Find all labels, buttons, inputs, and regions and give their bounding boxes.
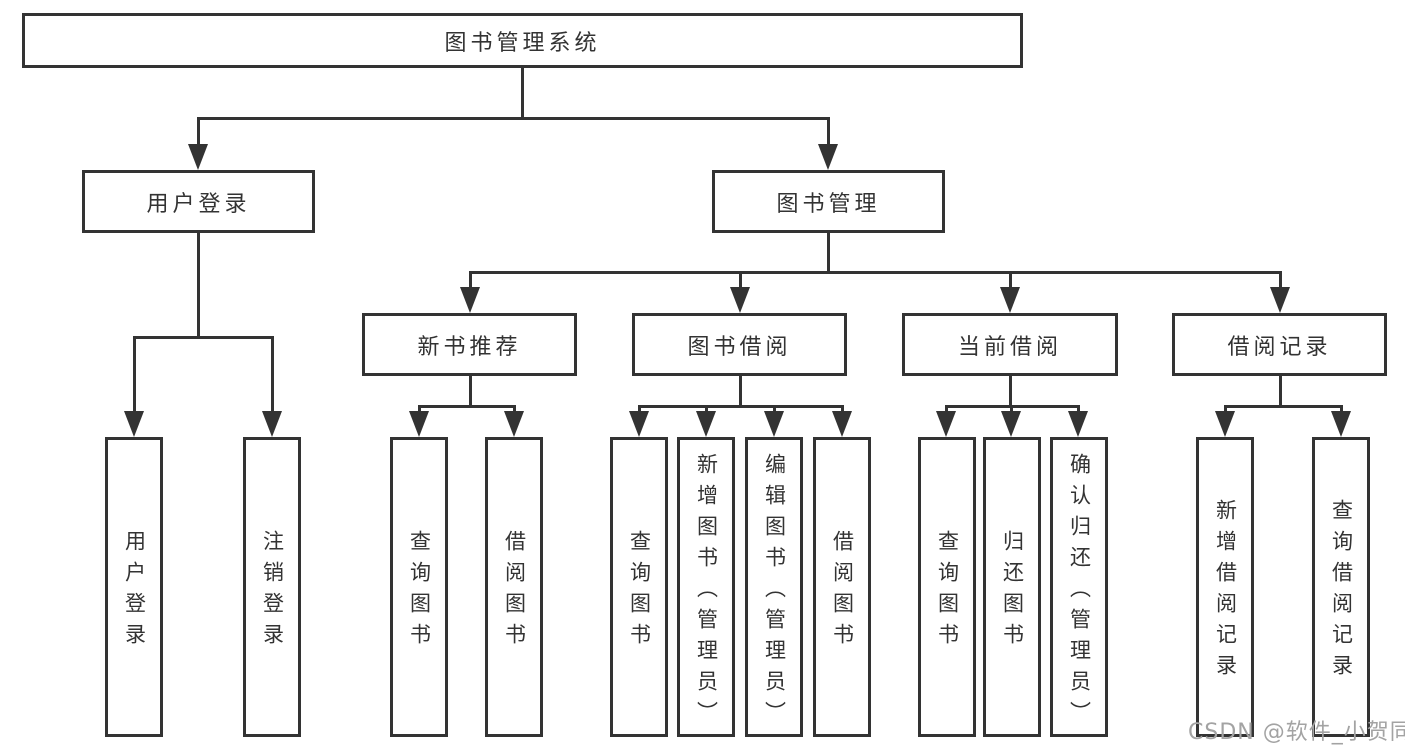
connector-line xyxy=(827,231,830,272)
connector-line xyxy=(739,374,742,407)
connector-arrowhead xyxy=(832,411,852,437)
connector-line xyxy=(1279,271,1282,289)
leaf-cb-confirm-return-admin: 确认归还（管理员） xyxy=(1050,437,1108,737)
connector-line xyxy=(197,117,830,120)
connector-line xyxy=(469,271,472,289)
leaf-logout: 注销登录 xyxy=(243,437,301,737)
connector-line xyxy=(513,405,516,414)
connector-arrowhead xyxy=(818,144,838,170)
connector-arrowhead xyxy=(629,411,649,437)
connector-line xyxy=(418,405,421,414)
node-label: 借阅图书 xyxy=(502,530,527,654)
connector-line xyxy=(773,405,776,414)
connector-arrowhead xyxy=(188,144,208,170)
node-label: 图书管理 xyxy=(776,191,881,217)
connector-line xyxy=(197,117,200,145)
node-user-login: 用户登录 xyxy=(82,170,315,233)
connector-line xyxy=(418,405,516,408)
leaf-br-query-record: 查询借阅记录 xyxy=(1312,437,1370,737)
leaf-bb-borrow-books: 借阅图书 xyxy=(813,437,871,737)
connector-line xyxy=(1279,374,1282,407)
connector-line xyxy=(197,231,200,337)
node-label: 借阅图书 xyxy=(830,530,855,654)
connector-line xyxy=(841,405,844,414)
connector-line xyxy=(1077,405,1080,414)
node-label: 注销登录 xyxy=(260,530,285,654)
leaf-br-add-record: 新增借阅记录 xyxy=(1196,437,1254,737)
connector-arrowhead xyxy=(1331,411,1351,437)
leaf-nb-borrow-books: 借阅图书 xyxy=(485,437,543,737)
node-label: 借阅记录 xyxy=(1227,334,1332,360)
connector-arrowhead xyxy=(504,411,524,437)
connector-arrowhead xyxy=(764,411,784,437)
leaf-cb-return-books: 归还图书 xyxy=(983,437,1041,737)
connector-line xyxy=(705,405,708,414)
node-label: 查询图书 xyxy=(627,530,652,654)
node-label: 编辑图书（管理员） xyxy=(762,452,787,732)
node-label: 确认归还（管理员） xyxy=(1067,452,1092,732)
connector-line xyxy=(1010,405,1013,414)
connector-arrowhead xyxy=(409,411,429,437)
leaf-bb-add-books-admin: 新增图书（管理员） xyxy=(677,437,735,737)
connector-line xyxy=(827,117,830,145)
node-label: 查询借阅记录 xyxy=(1329,499,1354,685)
node-label: 用户登录 xyxy=(122,530,147,654)
connector-arrowhead xyxy=(730,287,750,313)
node-label: 新增借阅记录 xyxy=(1213,499,1238,685)
node-label: 用户登录 xyxy=(146,191,251,217)
node-label: 新增图书（管理员） xyxy=(694,452,719,732)
node-label: 图书管理系统 xyxy=(444,30,601,56)
connector-line xyxy=(133,336,274,339)
node-borrow-records: 借阅记录 xyxy=(1172,313,1387,376)
node-label: 查询图书 xyxy=(407,530,432,654)
connector-arrowhead xyxy=(262,411,282,437)
node-book-borrowing: 图书借阅 xyxy=(632,313,847,376)
node-label: 当前借阅 xyxy=(957,334,1062,360)
connector-arrowhead xyxy=(1068,411,1088,437)
leaf-bb-query-books: 查询图书 xyxy=(610,437,668,737)
connector-line xyxy=(1224,405,1227,414)
connector-line xyxy=(469,271,1282,274)
connector-arrowhead xyxy=(1000,287,1020,313)
connector-line xyxy=(739,271,742,289)
leaf-nb-query-books: 查询图书 xyxy=(390,437,448,737)
connector-line xyxy=(1224,405,1343,408)
connector-line xyxy=(1009,271,1012,289)
connector-arrowhead xyxy=(1270,287,1290,313)
connector-arrowhead xyxy=(124,411,144,437)
node-new-book-recommend: 新书推荐 xyxy=(362,313,577,376)
node-book-management: 图书管理 xyxy=(712,170,945,233)
node-label: 归还图书 xyxy=(1000,530,1025,654)
connector-line xyxy=(271,336,274,413)
leaf-user-login: 用户登录 xyxy=(105,437,163,737)
connector-arrowhead xyxy=(1215,411,1235,437)
node-current-borrowing: 当前借阅 xyxy=(902,313,1118,376)
leaf-cb-query-books: 查询图书 xyxy=(918,437,976,737)
connector-line xyxy=(521,66,524,118)
leaf-bb-edit-books-admin: 编辑图书（管理员） xyxy=(745,437,803,737)
node-library-system: 图书管理系统 xyxy=(22,13,1023,68)
connector-arrowhead xyxy=(1001,411,1021,437)
connector-arrowhead xyxy=(936,411,956,437)
connector-arrowhead xyxy=(460,287,480,313)
connector-line xyxy=(945,405,948,414)
connector-line xyxy=(469,374,472,407)
connector-line xyxy=(1009,374,1012,407)
connector-line xyxy=(638,405,844,408)
connector-arrowhead xyxy=(696,411,716,437)
csdn-watermark: CSDN @软件_小贺同学 xyxy=(1188,720,1405,745)
node-label: 查询图书 xyxy=(935,530,960,654)
node-label: 新书推荐 xyxy=(417,334,522,360)
connector-line xyxy=(638,405,641,414)
connector-line xyxy=(133,336,136,413)
connector-line xyxy=(1340,405,1343,414)
node-label: 图书借阅 xyxy=(687,334,792,360)
